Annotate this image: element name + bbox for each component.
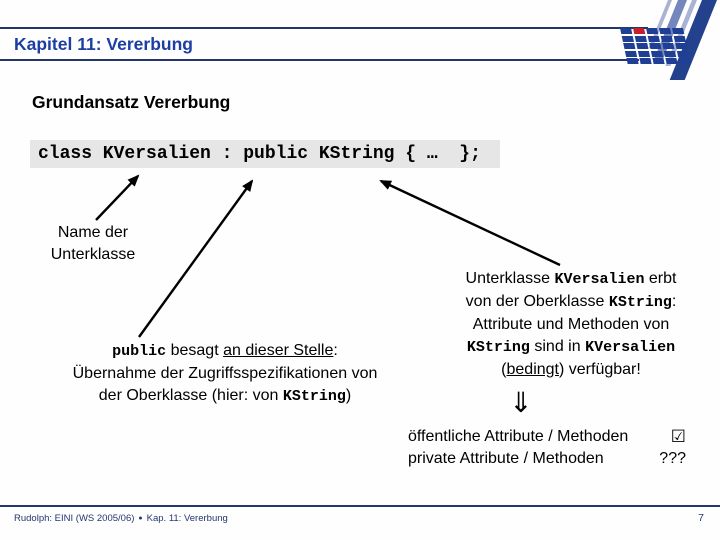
logo-tile — [621, 35, 634, 42]
logo-tile — [647, 35, 660, 42]
footer-text: Rudolph: EINI (WS 2005/06)●Kap. 11: Vere… — [14, 513, 228, 524]
footer-chapter: Kap. 11: Vererbung — [146, 513, 228, 524]
logo-stripe-icon — [648, 0, 672, 48]
arrow-to-kversalien — [95, 174, 140, 221]
logo-tile — [659, 28, 672, 34]
arrow-to-public — [138, 179, 254, 338]
header-rule-bottom — [0, 59, 639, 61]
header-rule-top — [0, 27, 648, 29]
inheritance-note-line4: KString sind in KVersalien — [466, 338, 676, 356]
logo-tile — [660, 35, 673, 42]
inheritance-note: Unterklasse KVersalien erbt von der Ober… — [424, 268, 718, 381]
logo-tile — [662, 43, 675, 49]
public-note-line3: der Oberklasse (hier: von KString) — [98, 387, 352, 405]
logo-stripe-icon — [665, 0, 697, 66]
footer-rule — [0, 505, 720, 507]
logo-tile — [650, 50, 664, 57]
footer-author: Rudolph: EINI (WS 2005/06) — [14, 513, 135, 524]
code-snippet: class KVersalien : public KString { … }; — [30, 140, 500, 168]
public-note: public besagt an dieser Stelle: Übernahm… — [30, 340, 420, 408]
logo-tile — [637, 50, 651, 57]
arrow-to-brace — [379, 179, 561, 267]
logo-tile — [636, 43, 649, 49]
name-label-line2: Unterklasse — [50, 246, 136, 263]
visibility-summary: öffentliche Attribute / Methoden ☑ priva… — [408, 426, 686, 470]
name-label: Name der Unterklasse — [33, 222, 153, 266]
logo-tile — [673, 35, 686, 42]
summary-row-public: öffentliche Attribute / Methoden ☑ — [408, 426, 686, 448]
page-number: 7 — [698, 512, 704, 524]
double-down-arrow-icon: ⇓ — [509, 386, 533, 419]
inheritance-note-line3: Attribute und Methoden von — [472, 316, 670, 333]
logo-tile — [649, 43, 662, 49]
inheritance-note-line2: von der Oberklasse KString: — [465, 293, 677, 311]
logo-stripe-icon — [669, 0, 717, 80]
logo-tile — [624, 50, 638, 57]
logo-tile — [678, 58, 691, 64]
logo-tile — [652, 58, 665, 64]
public-note-line1: public besagt an dieser Stelle: — [112, 342, 338, 360]
logo-tile — [639, 58, 652, 64]
logo-tile — [665, 58, 678, 64]
chapter-title: Kapitel 11: Vererbung — [14, 34, 193, 54]
logo-tile — [675, 43, 688, 49]
summary-private-label: private Attribute / Methoden — [408, 450, 604, 467]
logo-tile — [672, 28, 685, 34]
summary-row-private: private Attribute / Methoden ??? — [408, 448, 686, 470]
footer-bullet-icon: ● — [138, 515, 143, 522]
summary-public-label: öffentliche Attribute / Methoden — [408, 428, 629, 445]
public-note-line2: Übernahme der Zugriffsspezifikationen vo… — [72, 365, 378, 382]
logo-tile — [663, 50, 677, 57]
logo-tile — [634, 35, 647, 42]
checked-checkbox-icon: ☑ — [670, 427, 686, 447]
slide-title: Grundansatz Vererbung — [32, 92, 231, 112]
logo-stripe-icon — [654, 0, 687, 58]
inheritance-note-line1: Unterklasse KVersalien erbt — [465, 270, 677, 288]
logo-tile — [676, 50, 690, 57]
name-label-line1: Name der — [57, 224, 129, 241]
logo-tile — [623, 43, 636, 49]
inheritance-note-line5: (bedingt) verfügbar! — [501, 361, 641, 378]
question-marks: ??? — [659, 450, 686, 467]
